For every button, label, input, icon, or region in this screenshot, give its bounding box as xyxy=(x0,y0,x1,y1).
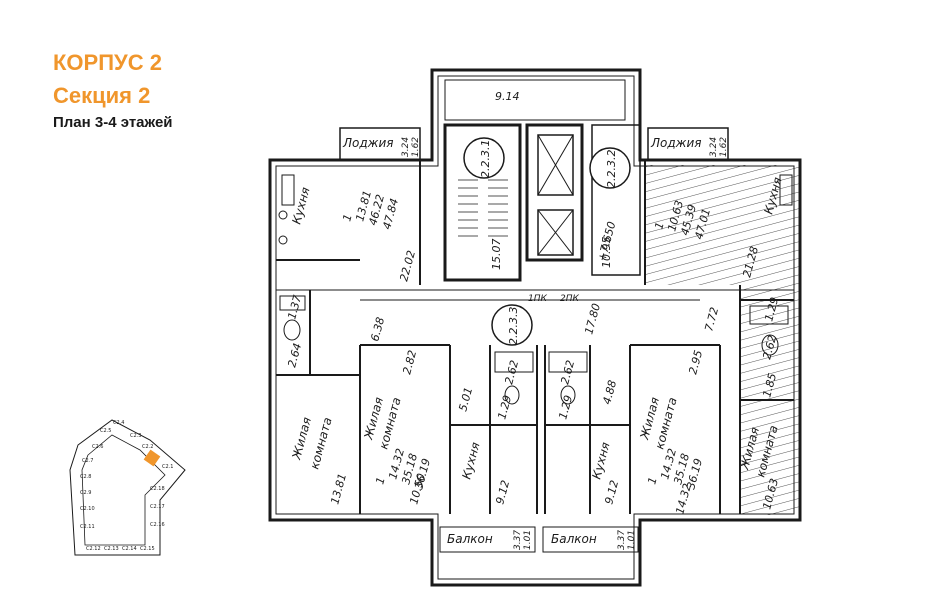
balcony-left-a: 3.37 xyxy=(513,530,523,550)
keymap-section-label: С2.6 xyxy=(92,444,103,450)
svg-text:1.37: 1.37 xyxy=(285,294,304,321)
apt-231-circle xyxy=(463,137,505,179)
svg-text:2.95: 2.95 xyxy=(686,349,705,376)
apt-rc-summary: 1 14.32 35.18 36.19 xyxy=(645,447,705,491)
keymap-section-label: С2.14 xyxy=(122,546,137,552)
svg-text:1: 1 xyxy=(373,476,387,486)
core xyxy=(443,123,641,282)
building-keymap: С2.5С2.4С2.6С2.3С2.7С2.2С2.8С2.1С2.9С2.1… xyxy=(69,419,186,556)
fixtures xyxy=(278,174,793,405)
svg-text:1: 1 xyxy=(652,221,666,231)
kitchen-left-label: Кухня xyxy=(289,186,312,226)
balcony-right-b: 1.01 xyxy=(627,530,637,550)
floor-plan-title: План 3-4 этажей xyxy=(53,114,173,131)
keymap-section-label: С2.12 xyxy=(86,546,101,552)
keymap-section-label: С2.8 xyxy=(80,474,91,480)
section-title: Секция 2 xyxy=(53,83,151,108)
apt-lc-summary: 1 14.32 35.18 36.19 xyxy=(373,447,433,491)
svg-text:9.12: 9.12 xyxy=(602,479,621,506)
keymap-section-label: С2.2 xyxy=(142,444,153,450)
elevator-area: 10.95 xyxy=(600,237,613,269)
lodge-right-b: 1.62 xyxy=(719,137,729,157)
kitchen-lc-label: Кухня xyxy=(459,441,482,481)
svg-text:7.72: 7.72 xyxy=(702,306,721,333)
apartment-ids: 2.2.3.1 2.2.3.2 2.2.3.3 xyxy=(463,137,631,346)
lodge-left-b: 1.62 xyxy=(411,137,421,157)
svg-text:2.62: 2.62 xyxy=(502,359,521,386)
interior-walls xyxy=(276,160,794,514)
keymap-section-label: С2.17 xyxy=(150,504,165,510)
kitchen-rc-label: Кухня xyxy=(589,441,612,481)
keymap-section-label: С2.11 xyxy=(80,524,95,530)
svg-text:1.85: 1.85 xyxy=(760,372,779,399)
lodge-right-a: 3.24 xyxy=(709,137,719,157)
keymap-section-label: С2.4 xyxy=(113,420,124,426)
svg-text:5.01: 5.01 xyxy=(456,386,475,413)
current-section-marker xyxy=(143,449,161,467)
svg-text:2.82: 2.82 xyxy=(400,349,419,376)
top-area: 9.14 xyxy=(495,90,520,103)
keymap-section-label: С2.16 xyxy=(150,522,165,528)
keymap-section-label: С2.18 xyxy=(150,486,165,492)
keymap-section-label: С2.7 xyxy=(82,458,93,464)
svg-text:6.38: 6.38 xyxy=(368,316,387,343)
svg-text:1.29: 1.29 xyxy=(495,394,514,421)
lodge-right-label: Лоджия xyxy=(650,136,702,150)
keymap-section-label: С2.13 xyxy=(104,546,119,552)
stair-area: 15.07 xyxy=(490,239,503,271)
keymap-section-label: С2.5 xyxy=(100,428,111,434)
hatched-apartment-kitchen xyxy=(645,165,800,285)
balcony-right-a: 3.37 xyxy=(617,530,627,550)
svg-text:1: 1 xyxy=(645,476,659,486)
lodge-left-a: 3.24 xyxy=(401,137,411,157)
svg-text:9.12: 9.12 xyxy=(493,479,512,506)
svg-text:22.02: 22.02 xyxy=(397,249,418,283)
keymap-section-label: С2.3 xyxy=(130,433,141,439)
apt-232-id: 2.2.3.2 xyxy=(605,150,618,188)
svg-text:14.32: 14.32 xyxy=(673,482,694,516)
keymap-section-label: С2.1 xyxy=(162,464,173,470)
fire-hose-1: 1ПК xyxy=(528,294,547,304)
balcony-left-label: Балкон xyxy=(447,532,493,546)
lodge-left-label: Лоджия xyxy=(342,136,394,150)
balcony-right-label: Балкон xyxy=(551,532,597,546)
svg-text:13.81: 13.81 xyxy=(328,472,349,506)
apt-231-id: 2.2.3.1 xyxy=(479,140,492,178)
apt-232-circle xyxy=(589,147,631,189)
svg-text:1.29: 1.29 xyxy=(762,296,781,323)
svg-text:2.62: 2.62 xyxy=(760,334,779,361)
apt-231-summary: 1 13.81 46.22 47.84 xyxy=(340,189,401,231)
keymap-section-label: С2.15 xyxy=(140,546,155,552)
svg-text:4.88: 4.88 xyxy=(600,379,619,406)
outer-walls xyxy=(268,68,802,587)
svg-text:1.29: 1.29 xyxy=(556,394,575,421)
corridor-area: 17.80 xyxy=(582,302,603,336)
keymap-section-label: С2.9 xyxy=(80,490,91,496)
building-title: КОРПУС 2 xyxy=(53,50,162,75)
balcony-left-b: 1.01 xyxy=(523,530,533,550)
apt-233-id: 2.2.3.3 xyxy=(507,307,520,345)
apt-233-circle xyxy=(491,304,533,346)
lodge-right xyxy=(647,127,729,161)
top-terrace xyxy=(444,79,626,121)
keymap-section-label: С2.10 xyxy=(80,506,95,512)
fire-hose-2: 2ПК xyxy=(560,294,579,304)
lodge-left xyxy=(339,127,421,161)
svg-text:2.64: 2.64 xyxy=(285,342,304,369)
svg-text:1: 1 xyxy=(340,213,354,223)
svg-text:2.62: 2.62 xyxy=(558,359,577,386)
